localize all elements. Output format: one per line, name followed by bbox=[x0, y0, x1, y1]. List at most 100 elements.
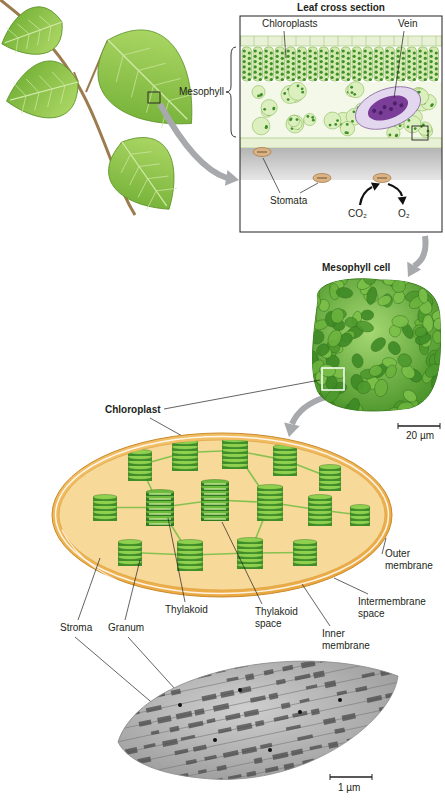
part-label: Chloroplasts bbox=[262, 18, 318, 30]
chloroplast-dot bbox=[292, 67, 295, 70]
micrograph-granum bbox=[250, 695, 266, 703]
chloroplast-dot bbox=[391, 67, 394, 70]
chloroplast-dot bbox=[430, 49, 433, 52]
gas-arrowhead bbox=[398, 197, 407, 205]
chloroplast-dot bbox=[353, 93, 356, 96]
thylakoid-disc bbox=[350, 505, 370, 510]
micrograph-granum bbox=[309, 744, 322, 750]
chloroplast-dot bbox=[424, 51, 427, 54]
epidermis-cell-wall bbox=[310, 36, 311, 46]
chloroplast-dot bbox=[375, 65, 378, 68]
leaf-vein bbox=[106, 55, 133, 82]
tissue-layers bbox=[240, 36, 442, 183]
xylem-vessel bbox=[392, 101, 397, 106]
xylem-vessel bbox=[399, 103, 404, 108]
micrograph-outline bbox=[118, 661, 398, 779]
epidermis-cell-wall bbox=[436, 36, 437, 46]
chloroplast-dot bbox=[408, 60, 411, 63]
micrograph-granum bbox=[96, 704, 108, 710]
chloroplast-blob bbox=[392, 315, 409, 327]
chloroplast-dot bbox=[303, 57, 306, 60]
chloroplast-blob bbox=[309, 328, 326, 346]
chloroplast-dot bbox=[265, 55, 268, 58]
micrograph-granum bbox=[188, 721, 204, 729]
chloroplast-dot bbox=[351, 120, 354, 123]
micrograph-granum bbox=[115, 699, 131, 707]
zoom-arrow bbox=[292, 397, 326, 424]
chloroplast-dot bbox=[375, 49, 378, 52]
chloroplast-dot bbox=[353, 60, 356, 63]
chloroplast-dot bbox=[325, 67, 328, 70]
selection-square bbox=[412, 126, 428, 140]
palisade-cell bbox=[275, 47, 285, 81]
micrograph-granum bbox=[90, 718, 99, 724]
stoma-pore bbox=[257, 152, 267, 153]
chloroplast-dot bbox=[380, 57, 383, 60]
micrograph-granum bbox=[146, 705, 162, 713]
chloroplast-dot bbox=[298, 55, 301, 58]
chloroplast-dot bbox=[347, 57, 350, 60]
micrograph-clip bbox=[78, 601, 445, 801]
zoom-arrowhead bbox=[407, 262, 421, 277]
chloroplast-blob bbox=[368, 364, 384, 379]
chloroplast-dot bbox=[419, 55, 422, 58]
leaf-midrib bbox=[10, 82, 78, 100]
gas-arrow bbox=[360, 187, 372, 205]
micrograph-granum bbox=[173, 651, 187, 660]
leaf-vein bbox=[44, 26, 56, 41]
micrograph-granum bbox=[154, 655, 166, 661]
micrograph-granum bbox=[204, 755, 217, 761]
micrograph-granum bbox=[122, 687, 131, 693]
thylakoid-disc bbox=[93, 495, 117, 500]
chloroplast-dot bbox=[424, 73, 427, 76]
micrograph-granum bbox=[340, 616, 350, 623]
thylakoid-disc bbox=[172, 435, 198, 440]
micrograph-granum bbox=[259, 645, 271, 652]
chloroplast-dot bbox=[259, 62, 262, 65]
micrograph-granum bbox=[147, 669, 159, 676]
leaf-blade bbox=[0, 0, 70, 66]
chloroplast-dot bbox=[391, 62, 394, 65]
micrograph-granum bbox=[404, 689, 413, 695]
chloroplast-dot bbox=[331, 76, 334, 79]
chloroplast-dot bbox=[364, 60, 367, 63]
micrograph-granum bbox=[116, 798, 127, 801]
chloroplast-blob bbox=[431, 376, 442, 394]
chloroplast-dot bbox=[369, 57, 372, 60]
micrograph-granum bbox=[236, 723, 252, 732]
chloroplast-blob bbox=[405, 407, 417, 423]
thylakoid-disc bbox=[308, 495, 332, 500]
cell-contents bbox=[297, 263, 445, 423]
epidermis-cell-wall bbox=[296, 36, 297, 46]
chloroplast-dot bbox=[312, 119, 315, 122]
chloroplast-dot bbox=[386, 76, 389, 79]
micrograph-granum bbox=[223, 750, 239, 758]
chloroplast-dot bbox=[303, 78, 306, 81]
chloroplast-blob bbox=[361, 310, 374, 321]
chloroplast-dot bbox=[358, 73, 361, 76]
intermembrane-space bbox=[56, 437, 389, 594]
granum-stack bbox=[222, 433, 248, 470]
chloroplast-dot bbox=[353, 55, 356, 58]
micrograph-granum bbox=[133, 696, 145, 704]
thylakoid-space-slot bbox=[204, 508, 226, 509]
leader-line bbox=[334, 578, 368, 594]
granum-stack bbox=[293, 540, 317, 567]
chloroplast-dot bbox=[272, 108, 275, 111]
micrograph-granum bbox=[291, 749, 303, 756]
chloroplast-dot bbox=[347, 67, 350, 70]
chloroplast-blob bbox=[298, 335, 314, 350]
micrograph-granum bbox=[218, 727, 232, 734]
chloroplast-blob bbox=[386, 339, 403, 357]
palisade-cell bbox=[429, 47, 439, 81]
micrograph-lamella bbox=[106, 735, 439, 801]
chloroplast-dot bbox=[287, 55, 290, 58]
chloroplast-dot bbox=[265, 126, 268, 129]
scale-bar bbox=[330, 776, 372, 778]
chloroplast-dot bbox=[389, 134, 392, 137]
micrograph-granum bbox=[297, 734, 313, 741]
chloroplast-dot bbox=[391, 78, 394, 81]
chloroplast-dot bbox=[353, 76, 356, 79]
chloroplast-dot bbox=[265, 71, 268, 74]
